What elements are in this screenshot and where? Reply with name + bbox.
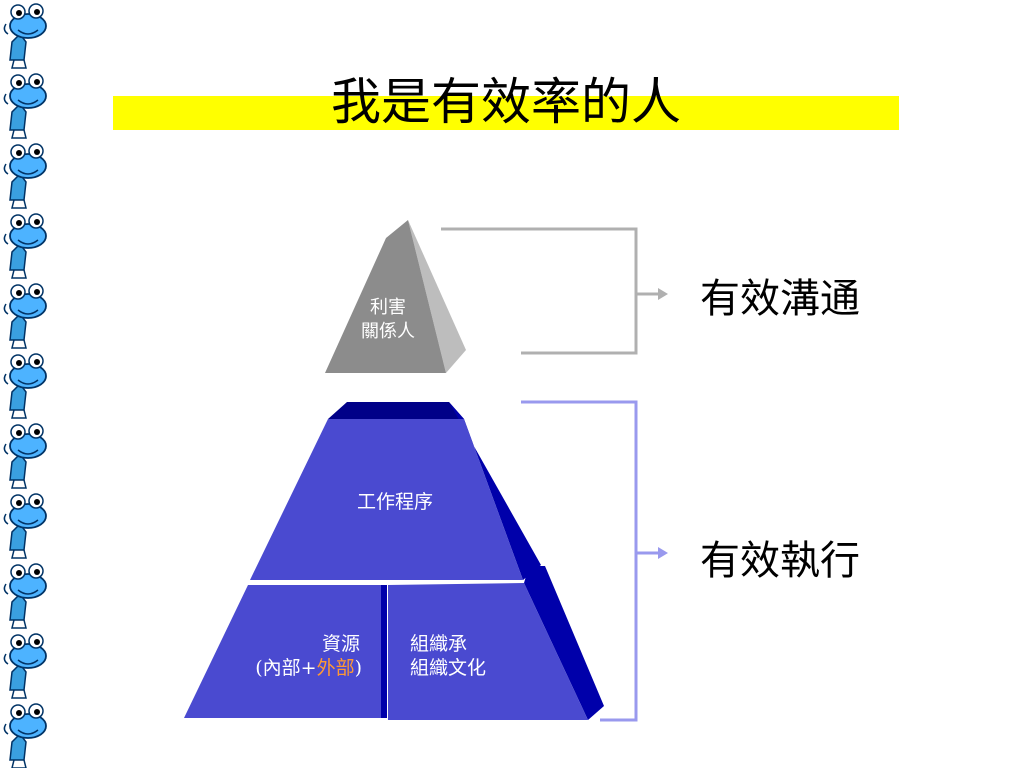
stakeholder-pyramid-face xyxy=(325,220,446,373)
communication-bracket xyxy=(441,227,638,355)
work-process-layer-top xyxy=(328,402,464,419)
execution-arrow-head xyxy=(658,547,668,559)
organization-line1: 組織承 xyxy=(410,633,468,655)
stakeholders-line2: 關係人 xyxy=(361,321,415,342)
title-highlight-bar xyxy=(113,96,899,130)
resources-external: 外部 xyxy=(316,657,355,679)
communication-arrow-head xyxy=(658,288,668,300)
resources-block xyxy=(184,585,381,718)
page-title: 我是有效率的人 xyxy=(331,73,681,131)
organization-label: 組織承 組織文化 xyxy=(410,632,550,680)
organization-block-side xyxy=(524,566,604,720)
resources-open-paren: ( xyxy=(255,657,263,679)
resources-close-paren: ) xyxy=(354,657,362,679)
resources-label: 資源 (內部+外部) xyxy=(200,632,380,680)
stakeholder-pyramid-side xyxy=(408,220,466,373)
work-process-layer xyxy=(250,419,523,580)
work-process-layer-side xyxy=(449,402,541,580)
resources-internal: 內部 xyxy=(262,657,301,679)
outcome-communication: 有效溝通 xyxy=(700,276,860,322)
resources-block-edge xyxy=(381,585,387,718)
outcome-execution: 有效執行 xyxy=(700,538,860,584)
resources-line2: (內部+外部) xyxy=(200,656,380,680)
stakeholders-line1: 利害 xyxy=(370,297,406,318)
resources-plus: + xyxy=(300,657,317,679)
organization-line2: 組織文化 xyxy=(410,657,487,679)
organization-block xyxy=(388,583,588,720)
execution-bracket xyxy=(521,400,638,722)
stakeholders-label: 利害 關係人 xyxy=(338,296,438,344)
resources-line1: 資源 xyxy=(321,633,360,655)
work-process-label: 工作程序 xyxy=(356,491,433,513)
